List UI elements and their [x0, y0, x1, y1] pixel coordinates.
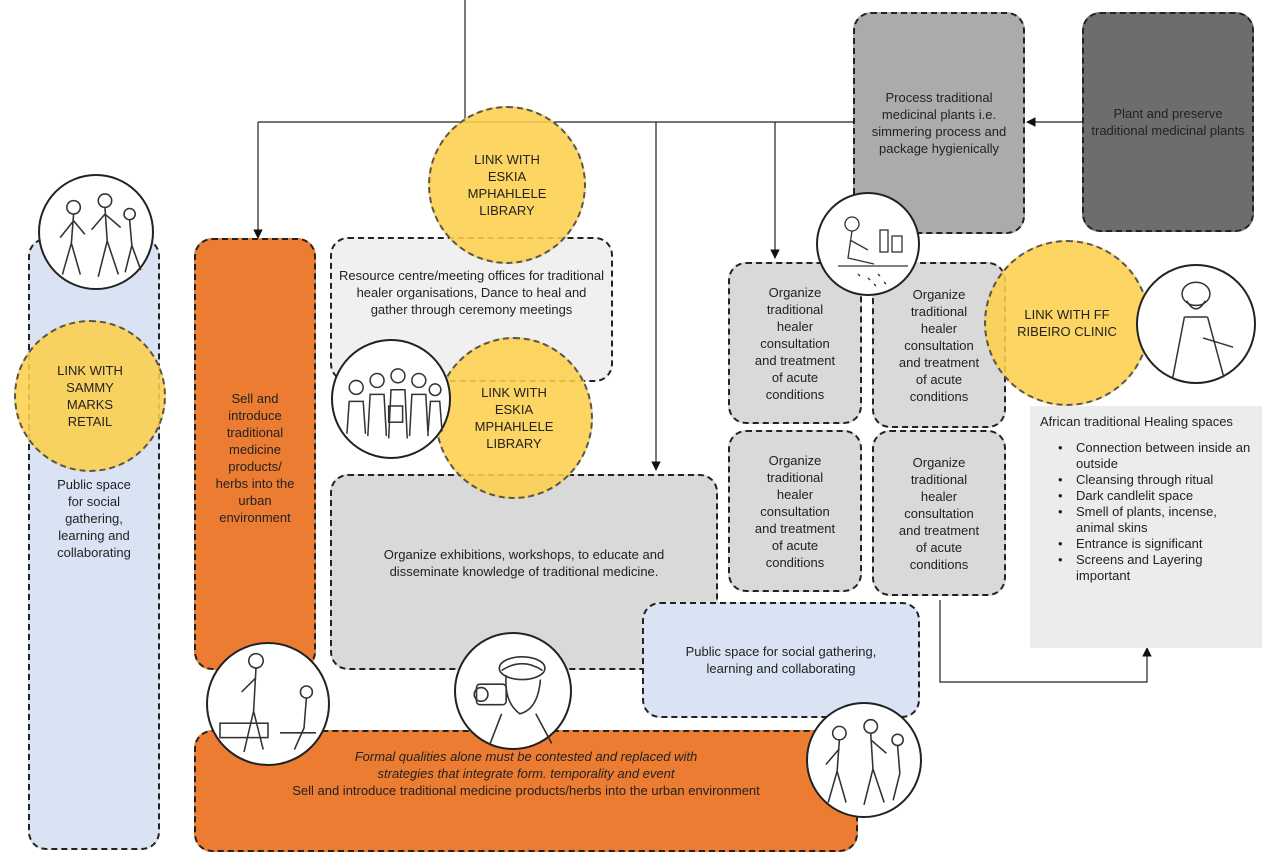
walking-people-sketch-icon: [38, 174, 154, 290]
link-sammy-marks-text: LINK WITH SAMMY MARKS RETAIL: [57, 363, 123, 429]
link-library-top-text: LINK WITH ESKIA MPHAHLELE LIBRARY: [467, 152, 547, 218]
sell-vertical-box: Sell and introduce traditional medicine …: [194, 238, 316, 670]
link-library-top-circle: LINK WITH ESKIA MPHAHLELE LIBRARY: [428, 106, 586, 264]
plant-preserve-text: Plant and preserve traditional medicinal…: [1091, 106, 1245, 138]
sell-vertical-text: Sell and introduce traditional medicine …: [215, 391, 295, 525]
healing-item: Cleansing through ritual: [1058, 472, 1252, 488]
healing-item: Entrance is significant: [1058, 536, 1252, 552]
link-ff-ribeiro-text: LINK WITH FF RIBEIRO CLINIC: [1017, 307, 1117, 339]
link-library-mid-circle: LINK WITH ESKIA MPHAHLELE LIBRARY: [435, 337, 593, 499]
healing-spaces-panel: African traditional Healing spaces Conne…: [1030, 406, 1262, 648]
healer-preparing-herbs-sketch-icon: [816, 192, 920, 296]
healing-item: Smell of plants, incense, animal skins: [1058, 504, 1252, 536]
public-space-mid-text: Public space for social gathering, learn…: [685, 644, 877, 676]
exhibitions-text: Organize exhibitions, workshops, to educ…: [383, 547, 665, 579]
walking-people-sketch-icon-2: [806, 702, 922, 818]
bottom-sell-text: Sell and introduce traditional medicine …: [292, 783, 760, 798]
link-sammy-marks-circle: LINK WITH SAMMY MARKS RETAIL: [14, 320, 166, 472]
healing-spaces-list: Connection between inside an outside Cle…: [1040, 440, 1252, 584]
consultation-box-3: Organize traditional healer consultation…: [728, 430, 862, 592]
woman-portrait-sketch-icon: [1136, 264, 1256, 384]
public-space-left-text: Public space for social gathering, learn…: [57, 477, 131, 560]
process-plants-box: Process traditional medicinal plants i.e…: [853, 12, 1025, 234]
consultation-box-4: Organize traditional healer consultation…: [872, 430, 1006, 596]
resource-centre-text: Resource centre/meeting offices for trad…: [339, 268, 604, 317]
healing-item: Connection between inside an outside: [1058, 440, 1252, 472]
consultation-text-2: Organize traditional healer consultation…: [898, 286, 980, 404]
consultation-text-3: Organize traditional healer consultation…: [754, 452, 836, 570]
public-space-mid-box: Public space for social gathering, learn…: [642, 602, 920, 718]
plant-preserve-box: Plant and preserve traditional medicinal…: [1082, 12, 1254, 232]
group-portrait-sketch-icon: [331, 339, 451, 459]
market-vendors-sketch-icon: [206, 642, 330, 766]
photographer-sketch-icon: [454, 632, 572, 750]
healing-item: Dark candlelit space: [1058, 488, 1252, 504]
healing-spaces-title: African traditional Healing spaces: [1040, 414, 1233, 429]
consultation-text-1: Organize traditional healer consultation…: [754, 284, 836, 402]
healing-item: Screens and Layering important: [1058, 552, 1252, 584]
process-plants-text: Process traditional medicinal plants i.e…: [871, 90, 1007, 156]
link-library-mid-text: LINK WITH ESKIA MPHAHLELE LIBRARY: [474, 385, 554, 451]
bottom-quote-text: Formal qualities alone must be contested…: [354, 749, 698, 781]
consultation-box-2: Organize traditional healer consultation…: [872, 262, 1006, 428]
link-ff-ribeiro-circle: LINK WITH FF RIBEIRO CLINIC: [984, 240, 1150, 406]
consultation-text-4: Organize traditional healer consultation…: [898, 454, 980, 572]
consultation-box-1: Organize traditional healer consultation…: [728, 262, 862, 424]
